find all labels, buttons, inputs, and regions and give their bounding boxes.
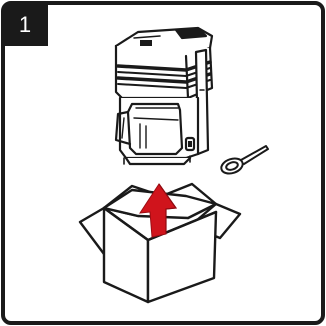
step-badge: 1 bbox=[3, 3, 48, 46]
coffee-maker-icon bbox=[116, 28, 212, 164]
step-number: 1 bbox=[19, 12, 31, 37]
